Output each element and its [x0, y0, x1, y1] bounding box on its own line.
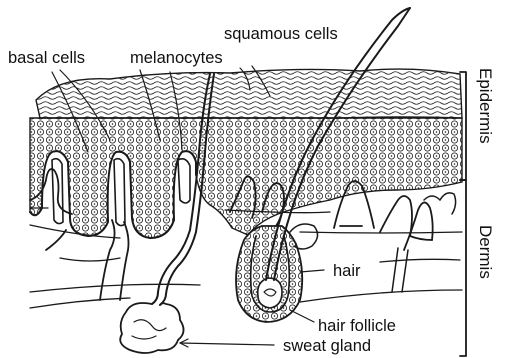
squamous-layer — [36, 69, 462, 118]
label-sweat-gland: sweat gland — [283, 337, 371, 355]
label-basal-cells: basal cells — [8, 49, 85, 67]
label-epidermis: Epidermis — [476, 68, 495, 144]
label-melanocytes: melanocytes — [130, 49, 223, 67]
label-hair-follicle: hair follicle — [318, 317, 396, 335]
label-squamous-cells: squamous cells — [224, 25, 338, 43]
label-hair: hair — [333, 262, 361, 280]
label-dermis: Dermis — [476, 225, 495, 279]
